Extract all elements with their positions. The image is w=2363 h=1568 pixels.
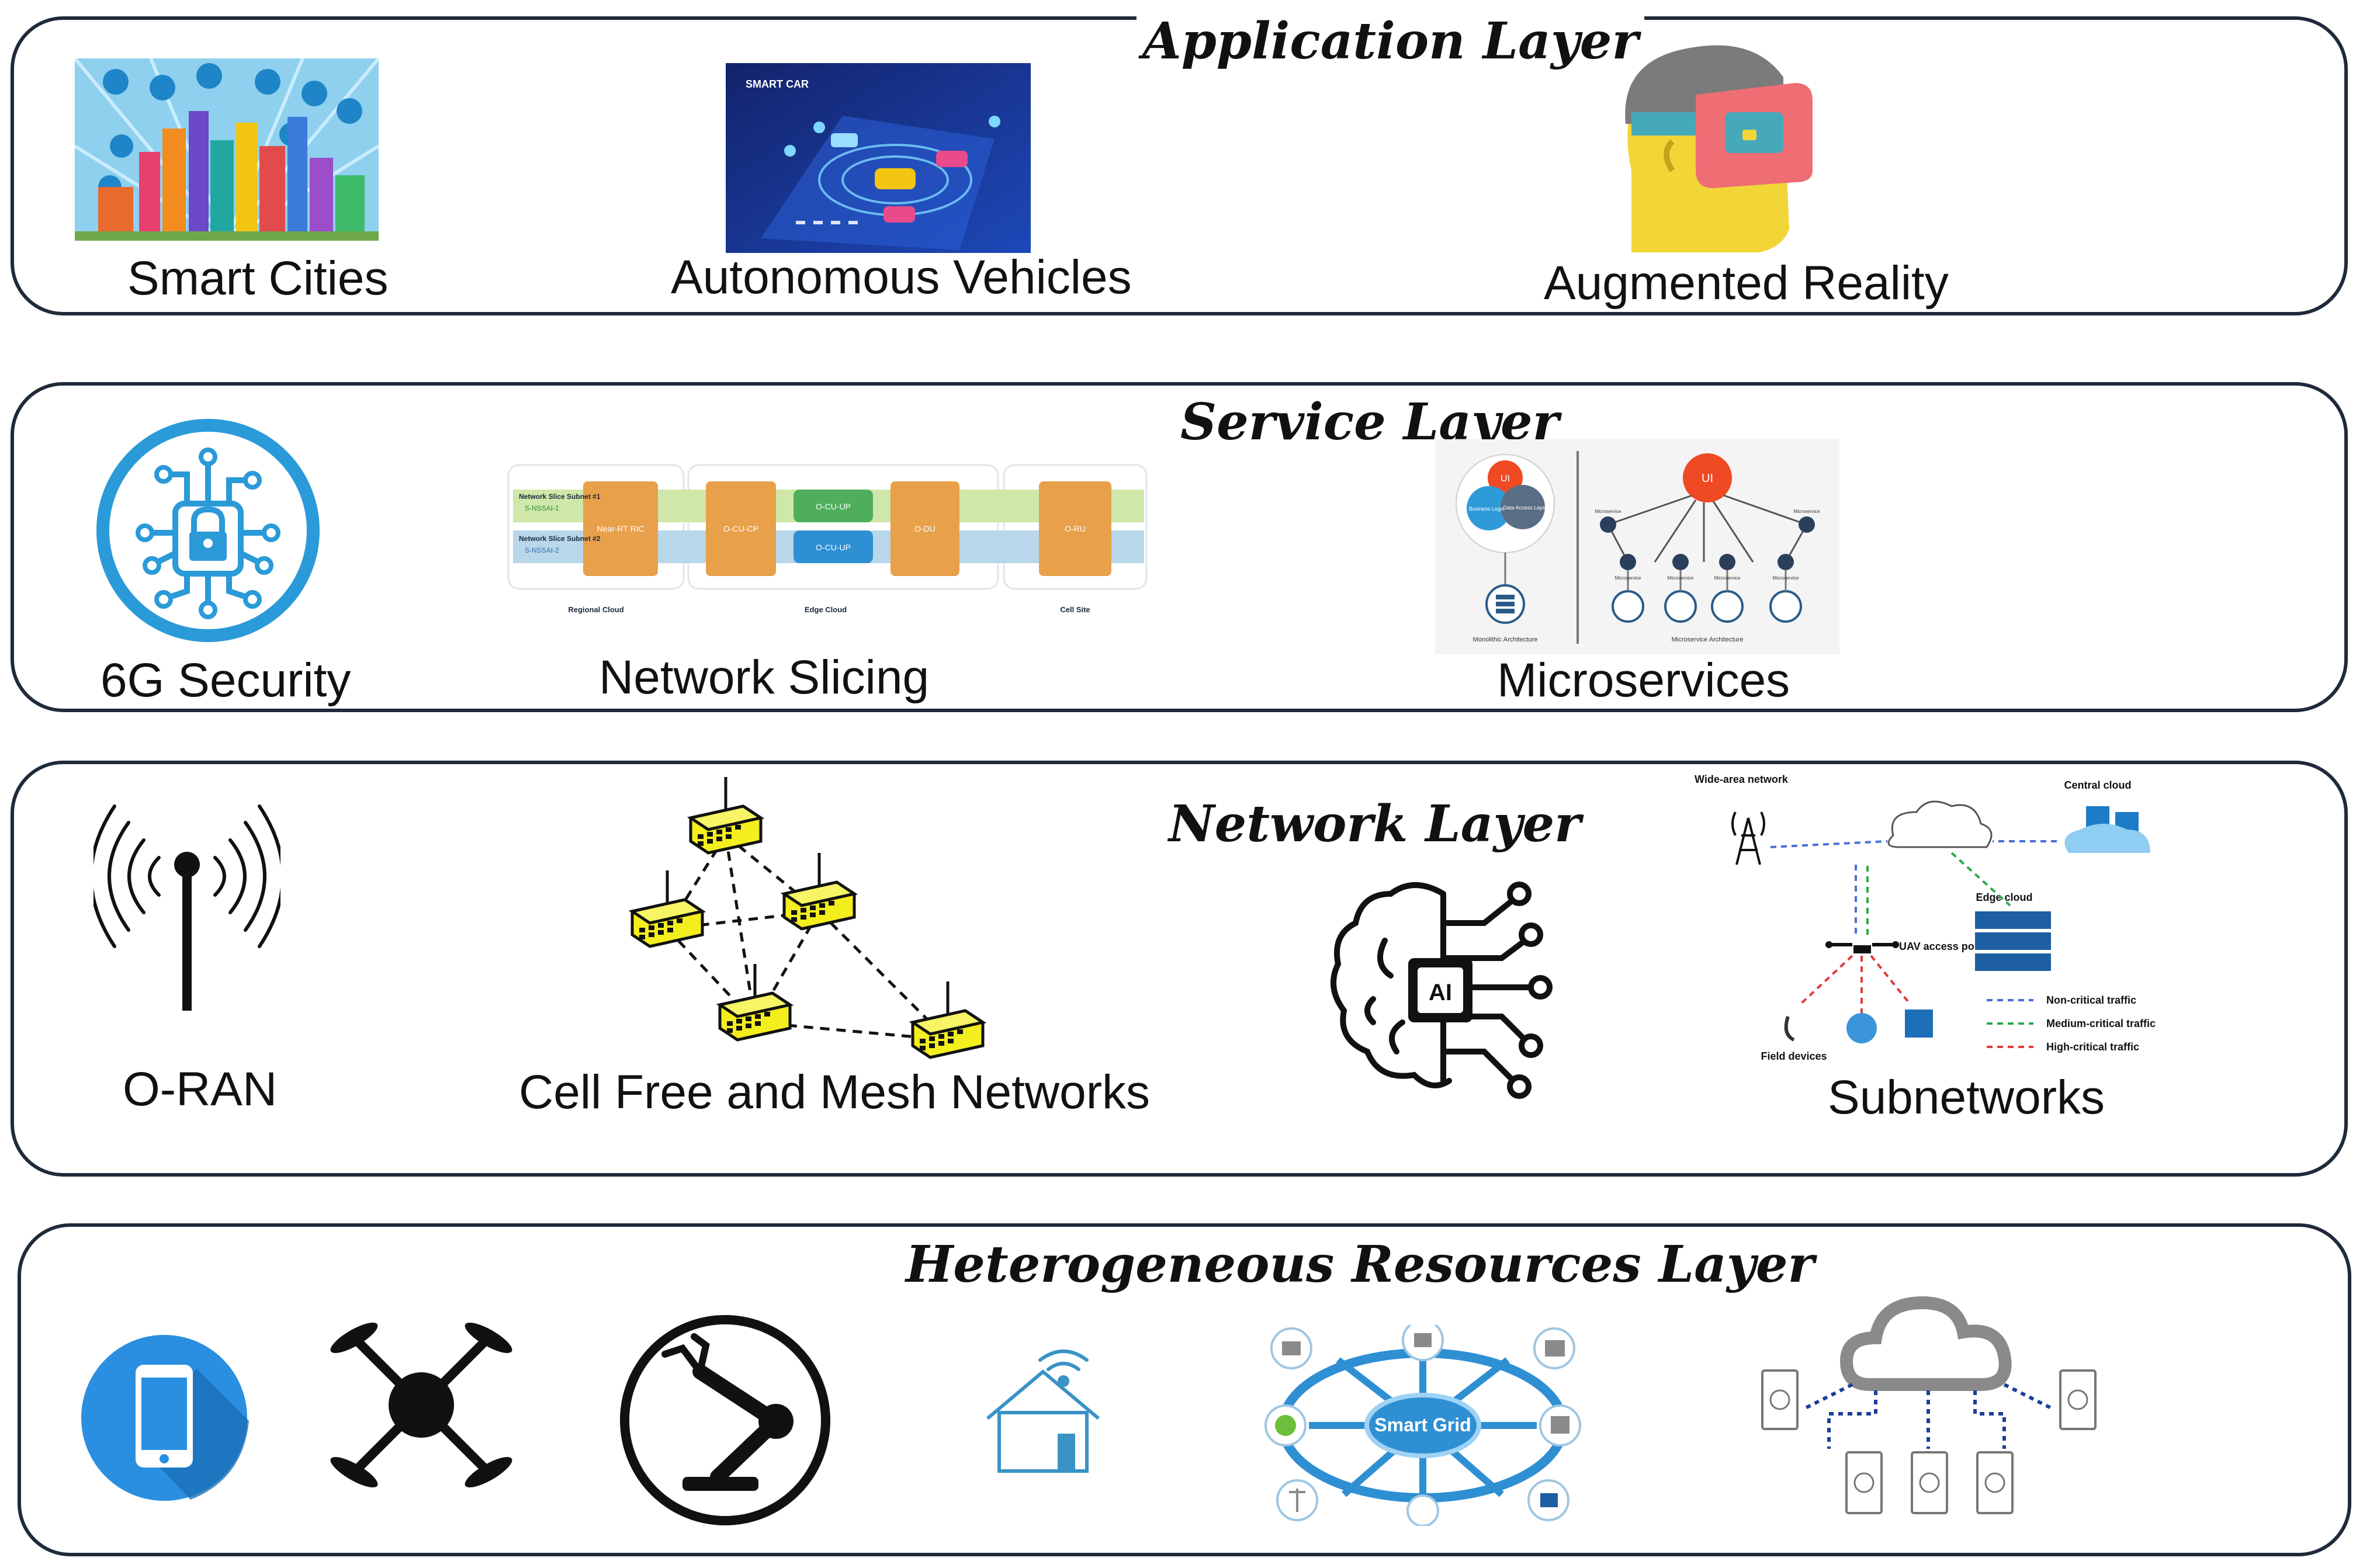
ai-brain-icon: AI: [1326, 870, 1572, 1110]
micro-label-5: Microservice: [1714, 575, 1741, 581]
odu-text: O-DU: [914, 524, 936, 533]
sub-edge-cloud-text: Edge cloud: [1976, 891, 2032, 903]
microservices-label: Microservices: [1497, 654, 1790, 707]
monolithic-text: Monolithic Architecture: [1473, 636, 1538, 643]
network-slicing-label: Network Slicing: [599, 651, 930, 704]
ai-chip-text: AI: [1429, 980, 1452, 1005]
slice2-text: Network Slice Subnet #2: [519, 535, 601, 543]
smart-grid-text: Smart Grid: [1374, 1414, 1471, 1435]
ocuup1-text: O-CU-UP: [816, 502, 851, 511]
edge-cloud-text: Edge Cloud: [805, 605, 847, 614]
subnetworks-label: Subnetworks: [1828, 1071, 2105, 1124]
regional-cloud-text: Regional Cloud: [568, 605, 623, 614]
micro-ui-text: UI: [1702, 472, 1713, 485]
application-layer-title: Application Layer: [1137, 12, 1644, 71]
micro-label-3: Microservice: [1615, 575, 1641, 581]
business-logic-text: Business Logic: [1469, 506, 1505, 512]
slice1-id-text: S-NSSAI-1: [525, 504, 559, 512]
augmented-reality-image: [1608, 36, 1822, 263]
field-devices-text: Field devices: [1761, 1050, 1827, 1062]
mono-ui-text: UI: [1501, 474, 1510, 484]
cloud-devices-diagram: [1759, 1291, 2099, 1519]
smart-cities-label: Smart Cities: [127, 252, 389, 305]
smartphone-icon: [79, 1333, 249, 1503]
security-icon: [93, 416, 323, 645]
high-critical-text: High-critical traffic: [2046, 1041, 2139, 1053]
uav-text: UAV access point: [1899, 941, 1987, 952]
subnetworks-diagram: Wide-area network Central cloud Edge clo…: [1683, 771, 2197, 1075]
smart-home-icon: [982, 1337, 1104, 1477]
smart-car-text: SMART CAR: [746, 78, 809, 90]
autonomous-vehicles-image: SMART CAR: [726, 63, 1031, 253]
cell-free-mesh-label: Cell Free and Mesh Networks: [519, 1066, 1151, 1119]
slice1-text: Network Slice Subnet #1: [519, 492, 601, 501]
ocucp-text: O-CU-CP: [723, 524, 758, 533]
oru-text: O-RU: [1065, 524, 1086, 533]
micro-label-2: Microservice: [1794, 509, 1820, 514]
o-ran-label: O-RAN: [123, 1063, 278, 1116]
network-slicing-diagram: Network Slice Subnet #1 S-NSSAI-1 Networ…: [507, 464, 1149, 622]
cell-site-text: Cell Site: [1060, 605, 1090, 614]
augmented-reality-label: Augmented Reality: [1544, 256, 1949, 310]
heterogeneous-resources-layer-title: Heterogeneous Resources Layer: [900, 1235, 1820, 1294]
microservices-diagram: UI Business Logic Data Access Layer Mono…: [1435, 439, 1839, 654]
wide-area-text: Wide-area network: [1695, 773, 1789, 785]
mesh-network-diagram: [621, 771, 1000, 1075]
6g-security-label: 6G Security: [101, 654, 351, 707]
smart-grid-diagram: Smart Grid: [1256, 1325, 1589, 1526]
slice2-id-text: S-NSSAI-2: [525, 546, 559, 554]
near-rt-ric-text: Near-RT RIC: [597, 524, 644, 533]
network-layer-title: Network Layer: [1163, 795, 1587, 854]
microservice-arch-text: Microservice Architecture: [1672, 636, 1744, 643]
robot-arm-icon: [618, 1313, 832, 1527]
antenna-icon: [93, 789, 280, 1017]
ocuup2-text: O-CU-UP: [816, 543, 851, 552]
micro-label-4: Microservice: [1668, 575, 1694, 581]
micro-label-6: Microservice: [1773, 575, 1799, 581]
drone-icon: [325, 1309, 518, 1501]
smart-cities-image: [75, 58, 379, 241]
data-access-text: Data Access Layer: [1503, 505, 1547, 511]
central-cloud-text: Central cloud: [2064, 779, 2131, 791]
non-critical-text: Non-critical traffic: [2046, 994, 2136, 1006]
micro-label-1: Microservice: [1595, 509, 1621, 514]
service-layer-title: Service Layer: [1174, 393, 1565, 452]
autonomous-vehicles-label: Autonomous Vehicles: [671, 251, 1132, 304]
medium-critical-text: Medium-critical traffic: [2046, 1018, 2156, 1029]
